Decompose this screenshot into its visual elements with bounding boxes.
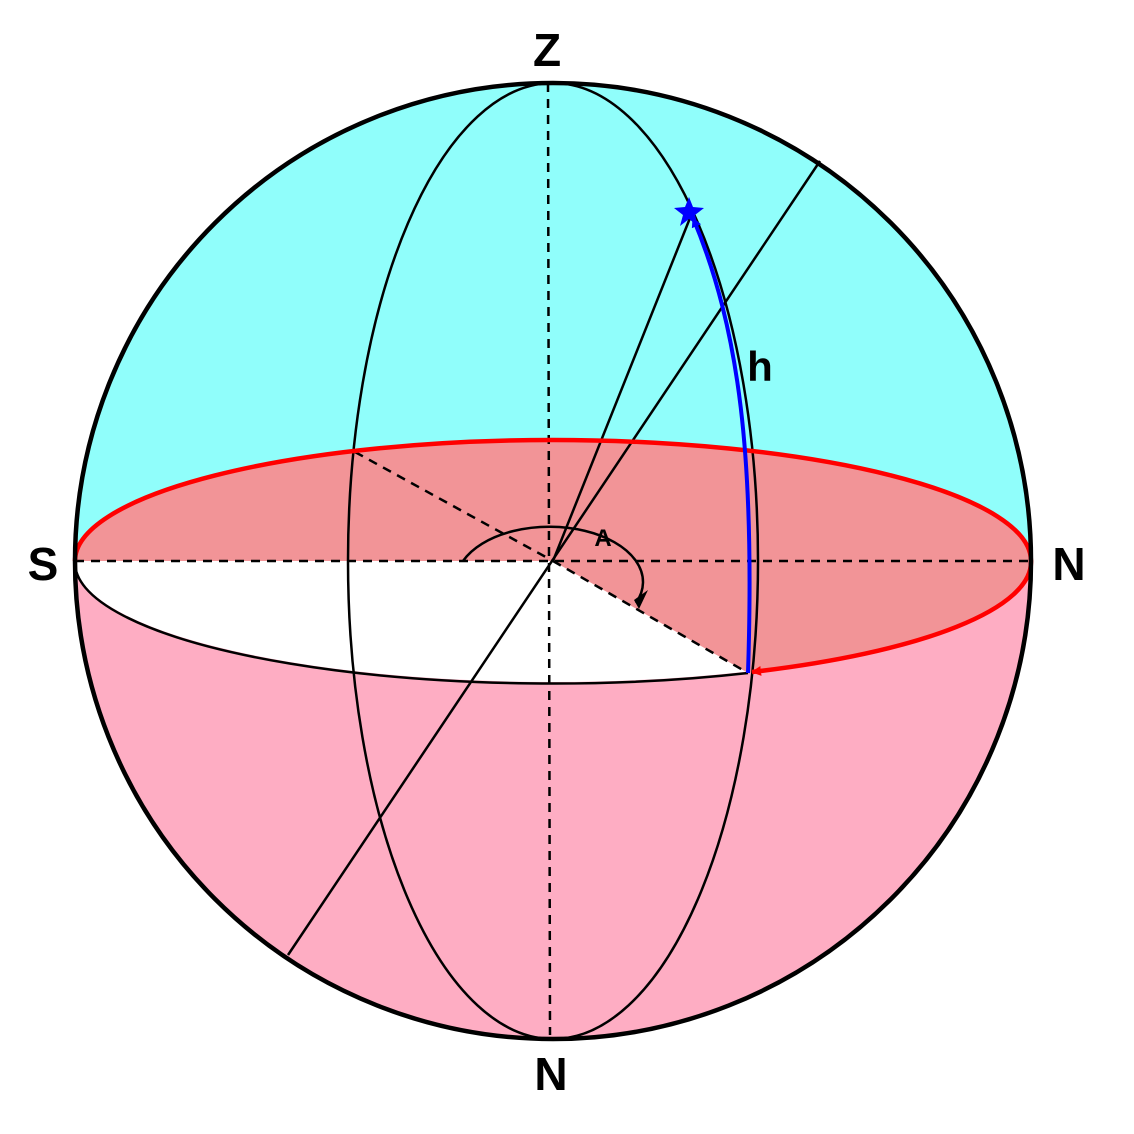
azimuth-sector bbox=[553, 561, 1032, 673]
star-icon bbox=[674, 197, 704, 226]
horizon-front-line bbox=[73, 560, 749, 685]
horizon-back-half bbox=[75, 440, 1031, 561]
south-label: S bbox=[28, 538, 59, 590]
dashed-reference-lines bbox=[75, 82, 1031, 1036]
azimuth-label: A bbox=[594, 525, 611, 552]
back-meridian-dashed bbox=[354, 450, 554, 563]
altitude-arc bbox=[691, 217, 752, 674]
star-direction-line bbox=[551, 217, 692, 562]
sphere-outline bbox=[72, 80, 1034, 1042]
horizon-circle-red bbox=[72, 437, 1034, 676]
north-right-label: N bbox=[1052, 538, 1085, 590]
azimuth-angle-arc bbox=[461, 525, 645, 604]
azimuth-arrowhead bbox=[634, 590, 648, 609]
zenith-label: Z bbox=[533, 24, 561, 76]
altitude-label: h bbox=[747, 343, 773, 390]
north-bottom-label: N bbox=[534, 1048, 567, 1100]
azimuth-dashed bbox=[552, 559, 749, 675]
